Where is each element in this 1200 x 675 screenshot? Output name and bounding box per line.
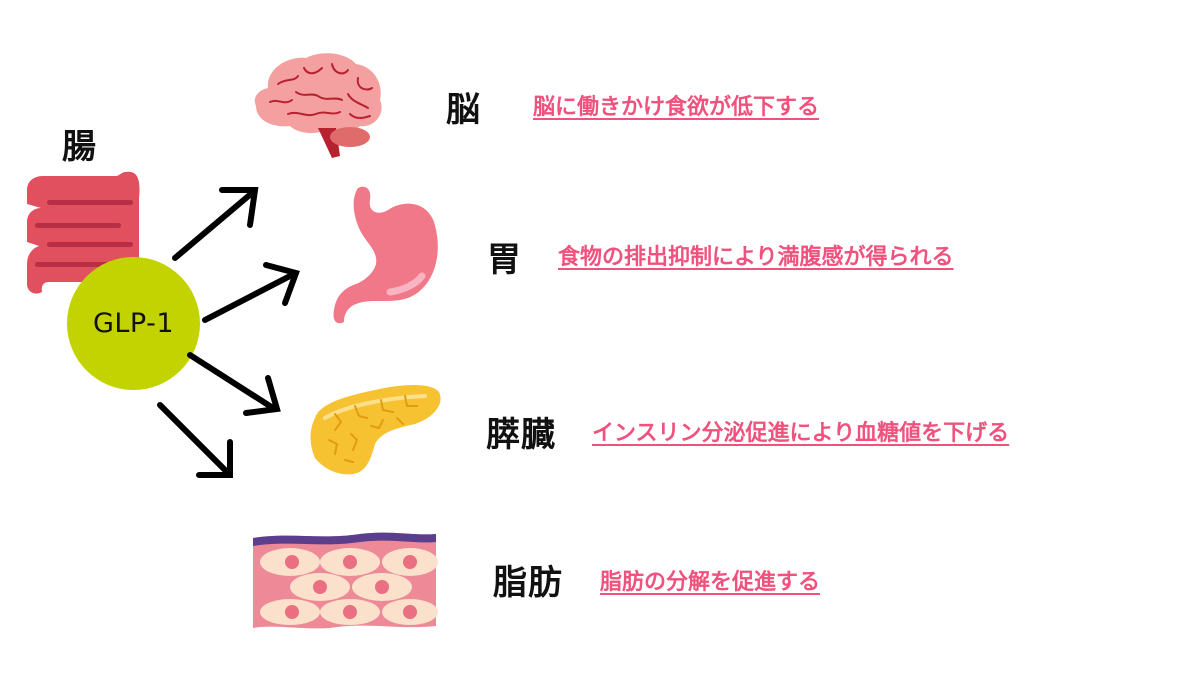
glp1-circle: GLP-1 [67, 257, 200, 390]
effect-link-brain[interactable]: 脳に働きかけ食欲が低下する [533, 95, 820, 120]
brain-icon [254, 53, 382, 158]
effect-link-fat[interactable]: 脂肪の分解を促進する [600, 570, 821, 595]
organ-label-brain: 脳 [446, 90, 481, 130]
intestine-label: 腸 [62, 127, 97, 167]
organ-label-fat: 脂肪 [493, 563, 563, 603]
organ-label-stomach: 胃 [487, 240, 522, 280]
glp1-label: GLP-1 [92, 308, 175, 339]
fat-tissue-icon [253, 532, 438, 629]
effect-link-pancreas[interactable]: インスリン分泌促進により血糖値を下げる [592, 421, 1010, 446]
organ-label-pancreas: 膵臓 [486, 415, 556, 455]
pancreas-icon [310, 385, 441, 475]
stomach-icon [333, 186, 438, 324]
effect-link-stomach[interactable]: 食物の排出抑制により満腹感が得られる [558, 245, 954, 270]
